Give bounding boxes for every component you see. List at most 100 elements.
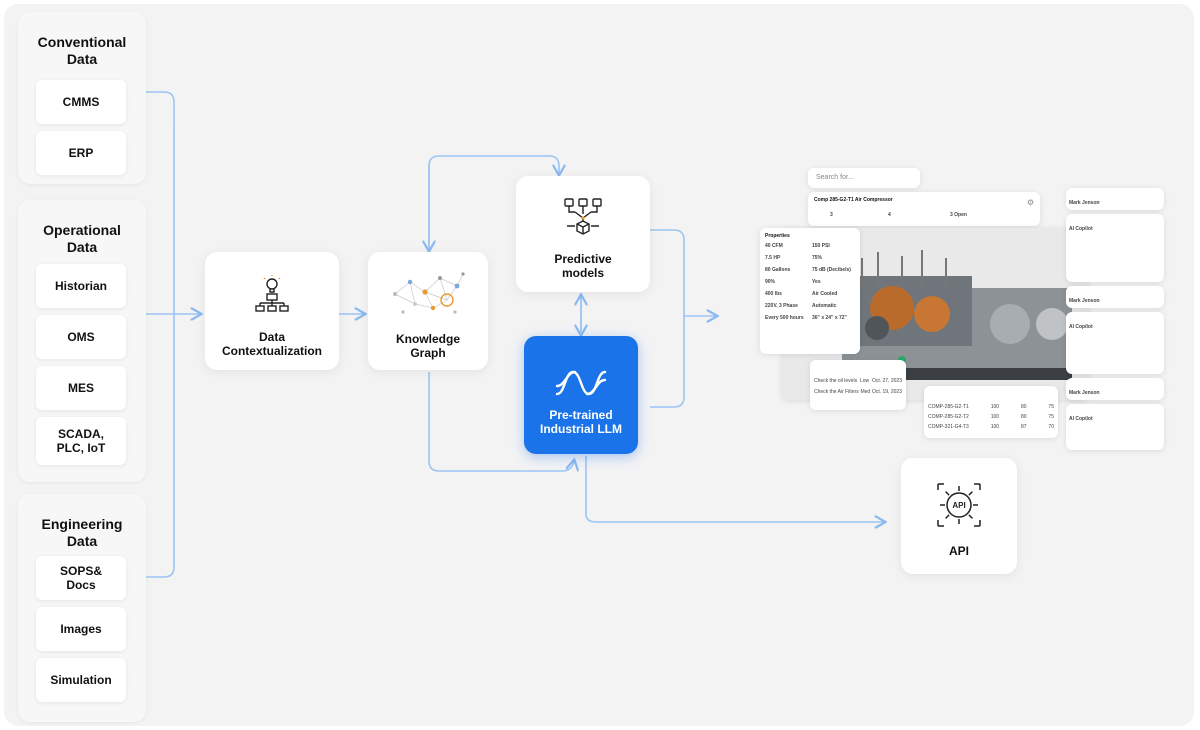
chat-message: AI Copilot xyxy=(1066,404,1164,450)
connector-conventional xyxy=(146,91,175,578)
chat-message: AI Copilot xyxy=(1066,214,1164,282)
table-cell: COMP-285-G2-T2 xyxy=(928,414,969,420)
node-pretrained-industrial-llm[interactable]: Pre-trained Industrial LLM xyxy=(524,336,638,454)
lightbulb-hierarchy-icon xyxy=(255,275,289,312)
task-name: Check the oil levels xyxy=(814,378,858,384)
property-value: 400 lbs xyxy=(765,291,782,297)
node-data-contextualization[interactable]: Data Contextualization xyxy=(205,252,339,370)
property-value: 80 Gallons xyxy=(765,267,791,273)
chat-message: Mark Jenson xyxy=(1066,378,1164,400)
connector-kg-predictive xyxy=(428,155,559,249)
properties-grid: 40 CFM 150 PSI 7.5 HP 75% 80 Gallons 75 … xyxy=(765,243,855,322)
node-predictive-models[interactable]: Predictive models xyxy=(516,176,650,292)
task-row[interactable]: Check the Air Filters Med Oct. 19, 2023 xyxy=(814,389,902,396)
table-cell: 75 xyxy=(1048,404,1054,410)
source-oms[interactable]: OMS xyxy=(36,315,126,359)
properties-title: Properties xyxy=(765,233,790,239)
table-cell: COMP-285-G2-T1 xyxy=(928,404,969,410)
chat-message: Mark Jenson xyxy=(1066,188,1164,210)
table-cell: 100 xyxy=(990,414,1000,420)
group-title: Conventional Data xyxy=(37,34,127,67)
source-scada-plc-iot[interactable]: SCADA, PLC, IoT xyxy=(36,417,126,465)
node-label: Predictive models xyxy=(554,252,612,280)
compressor-image xyxy=(842,250,1072,380)
task-priority: Med xyxy=(860,389,871,395)
table-cell: 100 xyxy=(990,404,1000,410)
group-operational-data: Operational Data Historian OMS MES SCADA… xyxy=(18,200,146,482)
mockup-search-input[interactable]: Search for... xyxy=(808,168,920,188)
property-value: 90% xyxy=(765,279,776,285)
asset-stat-2: 4 xyxy=(888,212,891,218)
group-engineering-data: Engineering Data SOPS& Docs Images Simul… xyxy=(18,494,146,722)
table-cell: 87 xyxy=(1020,424,1027,430)
asset-title: Comp 285-G2-T1 Air Compressor xyxy=(814,197,893,203)
mockup-asset-header: Comp 285-G2-T1 Air Compressor 3 4 3 Open… xyxy=(808,192,1040,226)
api-gear-icon: API xyxy=(937,483,981,527)
mockup-chat-panel: Mark Jenson AI Copilot Mark Jenson AI Co… xyxy=(1066,188,1164,450)
node-label: Data Contextualization xyxy=(221,330,322,358)
node-api[interactable]: API API xyxy=(901,458,1017,574)
table-row: COMP-285-G2-T1 100 80 75 xyxy=(928,404,1054,411)
group-title: Engineering Data xyxy=(41,516,123,549)
svg-text:API: API xyxy=(952,501,965,510)
source-simulation[interactable]: Simulation xyxy=(36,658,126,702)
node-label: API xyxy=(948,544,969,558)
mockup-comparison-table: COMP-285-G2-T1 100 80 75 COMP-285-G2-T2 … xyxy=(924,386,1058,438)
group-conventional-data: Conventional Data CMMS ERP xyxy=(18,12,146,184)
group-title: Operational Data xyxy=(43,222,121,255)
property-value: 40 CFM xyxy=(765,243,783,249)
task-priority: Low xyxy=(859,378,870,384)
brain-circuit-icon xyxy=(564,198,602,235)
property-value: 36" x 24" x 72" xyxy=(812,315,847,321)
table-cell: 75 xyxy=(1048,414,1054,420)
task-row[interactable]: Check the oil levels Low Oct. 27, 2023 xyxy=(814,378,902,385)
source-sops-docs[interactable]: SOPS& Docs xyxy=(36,556,126,600)
table-row: COMP-321-G4-T3 100 87 70 xyxy=(928,424,1054,431)
gear-icon[interactable]: ⚙ xyxy=(1026,198,1034,207)
property-value: 7.5 HP xyxy=(765,255,781,261)
property-value: 220V, 3 Phase xyxy=(765,303,798,309)
table-cell: 80 xyxy=(1020,404,1027,410)
connector-predictive-out xyxy=(650,229,685,408)
source-cmms[interactable]: CMMS xyxy=(36,80,126,124)
chat-message: Mark Jenson xyxy=(1066,286,1164,308)
source-historian[interactable]: Historian xyxy=(36,264,126,308)
property-value: 150 PSI xyxy=(812,243,830,249)
table-cell: COMP-321-G4-T3 xyxy=(928,424,969,430)
table-cell: 70 xyxy=(1048,424,1054,430)
chat-author: AI Copilot xyxy=(1069,324,1093,330)
source-images[interactable]: Images xyxy=(36,607,126,651)
chat-author: AI Copilot xyxy=(1069,416,1093,422)
chat-message: AI Copilot xyxy=(1066,312,1164,374)
chat-author: Mark Jenson xyxy=(1069,298,1100,304)
connector-layer xyxy=(146,91,1194,578)
node-label: Knowledge Graph xyxy=(395,332,460,360)
mockup-properties-card: Properties 40 CFM 150 PSI 7.5 HP 75% 80 … xyxy=(760,228,860,354)
table-cell: 100 xyxy=(990,424,1000,430)
property-value: Air Cooled xyxy=(812,291,838,297)
task-name: Check the Air Filters xyxy=(814,389,859,395)
source-erp[interactable]: ERP xyxy=(36,131,126,175)
table-cell: 80 xyxy=(1020,414,1027,420)
task-date: Oct. 27, 2023 xyxy=(871,378,902,384)
property-value: Yes xyxy=(812,279,821,285)
network-graph-icon xyxy=(393,272,465,314)
chat-author: Mark Jenson xyxy=(1069,200,1100,206)
app-mockup: Search for... Comp 285-G2-T1 Air Compres… xyxy=(756,164,1166,464)
diagram-canvas: Conventional Data CMMS ERP Operational D… xyxy=(4,4,1194,726)
node-knowledge-graph[interactable]: Knowledge Graph xyxy=(368,252,488,370)
chat-author: Mark Jenson xyxy=(1069,390,1100,396)
property-value: 75 dB (Decibels) xyxy=(812,267,851,273)
node-label: Pre-trained Industrial LLM xyxy=(540,408,622,436)
chat-author: AI Copilot xyxy=(1069,226,1093,232)
asset-stat-3: 3 Open xyxy=(950,212,967,218)
llm-logo-icon xyxy=(555,370,607,396)
asset-stat-1: 3 xyxy=(830,212,833,218)
connector-kg-llm-loop xyxy=(428,372,574,472)
property-value: Automatic xyxy=(812,303,837,309)
property-value: 75% xyxy=(812,255,823,261)
source-mes[interactable]: MES xyxy=(36,366,126,410)
mockup-tasks-card: Check the oil levels Low Oct. 27, 2023 C… xyxy=(810,360,906,410)
table-row: COMP-285-G2-T2 100 80 75 xyxy=(928,414,1054,421)
connector-llm-api xyxy=(585,456,884,522)
